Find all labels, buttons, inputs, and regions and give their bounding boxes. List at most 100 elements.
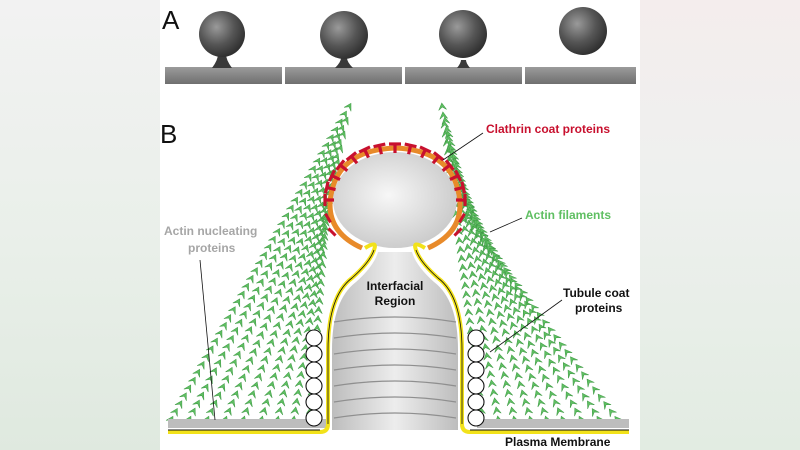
actin-monomer <box>441 116 451 125</box>
label-clathrin: Clathrin coat proteins <box>486 122 610 136</box>
actin-monomer <box>522 309 531 319</box>
actin-monomer <box>209 399 218 409</box>
actin-monomer <box>307 227 316 236</box>
actin-monomer <box>264 285 272 295</box>
actin-monomer <box>492 335 501 344</box>
actin-monomer <box>488 379 497 388</box>
tubule-ring <box>333 412 457 419</box>
actin-monomer <box>244 326 253 335</box>
clathrin-triskelion <box>323 194 334 206</box>
actin-monomer <box>312 324 322 333</box>
actin-monomer <box>306 250 315 260</box>
actin-monomer <box>495 254 503 264</box>
actin-monomer <box>310 187 319 197</box>
actin-monomer <box>506 345 516 355</box>
clathrin-dash <box>453 227 463 237</box>
actin-monomer <box>497 287 506 296</box>
actin-monomer <box>525 296 534 306</box>
coat-circle-left <box>305 345 323 363</box>
actin-monomer <box>299 301 308 310</box>
actin-monomer <box>562 362 571 371</box>
actin-monomer <box>538 323 547 333</box>
actin-monomer <box>266 305 275 315</box>
actin-monomer <box>460 272 469 281</box>
actin-monomer <box>264 389 273 399</box>
actin-monomer <box>299 352 308 362</box>
actin-monomer <box>268 235 276 245</box>
actin-monomer <box>288 278 297 288</box>
actin-monomer <box>282 328 291 338</box>
clathrin-triskelion <box>404 142 417 155</box>
actin-monomer <box>455 236 464 245</box>
actin-monomer <box>516 315 525 324</box>
actin-monomer <box>233 350 241 360</box>
actin-monomer <box>268 277 276 286</box>
actin-monomer <box>531 381 540 390</box>
actin-monomer <box>524 406 533 416</box>
actin-monomer <box>290 406 299 415</box>
actin-monomer <box>232 298 241 308</box>
actin-monomer <box>285 221 294 231</box>
actin-monomer <box>188 376 196 386</box>
actin-monomer <box>462 290 471 299</box>
actin-monomer <box>514 371 523 381</box>
actin-monomer <box>463 299 472 308</box>
actin-monomer <box>291 336 300 345</box>
actin-monomer <box>192 399 200 409</box>
actin-monomer <box>206 345 214 355</box>
actin-monomer <box>502 281 510 291</box>
actin-monomer <box>299 229 308 238</box>
actin-monomer <box>310 281 320 290</box>
actin-monomer <box>486 370 496 379</box>
actin-monomer <box>259 322 268 332</box>
label-actin-filaments: Actin filaments <box>525 208 611 222</box>
label-interfacial-2: Region <box>375 294 416 308</box>
actin-monomer <box>274 406 284 416</box>
clathrin-triskelion <box>454 181 467 194</box>
tubule-ring-stripes <box>333 316 457 419</box>
actin-monomer <box>587 400 595 410</box>
label-tubule-coat-2: proteins <box>575 301 623 315</box>
actin-monomer <box>196 391 205 401</box>
actin-monomer <box>223 314 232 323</box>
clathrin-triskelion <box>441 159 455 172</box>
actin-monomer <box>537 398 546 408</box>
actin-monomer <box>240 334 249 343</box>
actin-monomer <box>251 286 260 296</box>
actin-monomer <box>273 246 281 255</box>
actin-monomer <box>266 338 275 348</box>
actin-monomer <box>285 362 294 372</box>
actin-monomer <box>289 345 298 354</box>
actin-monomer <box>200 383 209 393</box>
actin-monomer <box>221 375 230 384</box>
actin-monomer <box>581 371 589 380</box>
actin-monomer <box>549 390 557 400</box>
actin-monomer <box>457 254 467 263</box>
actin-monomer <box>316 278 325 287</box>
actin-filament-right-8 <box>464 214 623 425</box>
actin-monomer <box>485 361 494 370</box>
actin-monomer <box>339 110 347 120</box>
actin-monomer <box>489 284 498 293</box>
actin-monomer <box>447 139 456 148</box>
clathrin-triskelion <box>358 145 371 159</box>
coat-circle-left <box>305 329 323 347</box>
actin-monomer <box>444 134 454 143</box>
actin-monomer <box>210 337 218 347</box>
actin-monomer <box>464 243 473 252</box>
actin-monomer <box>484 266 493 276</box>
actin-monomer <box>478 249 488 258</box>
clathrin-triskelion <box>327 169 341 182</box>
actin-monomer <box>259 251 267 261</box>
actin-monomer <box>229 358 237 368</box>
actin-monomer <box>247 294 256 304</box>
actin-monomer <box>274 354 283 364</box>
actin-monomer <box>466 208 474 218</box>
actin-monomer <box>519 389 528 398</box>
actin-monomer <box>213 391 222 400</box>
actin-monomer <box>503 267 512 276</box>
actin-monomer <box>438 102 447 111</box>
clathrin-leader-line <box>442 132 484 161</box>
actin-monomer <box>558 341 567 351</box>
actin-monomer <box>291 270 300 279</box>
